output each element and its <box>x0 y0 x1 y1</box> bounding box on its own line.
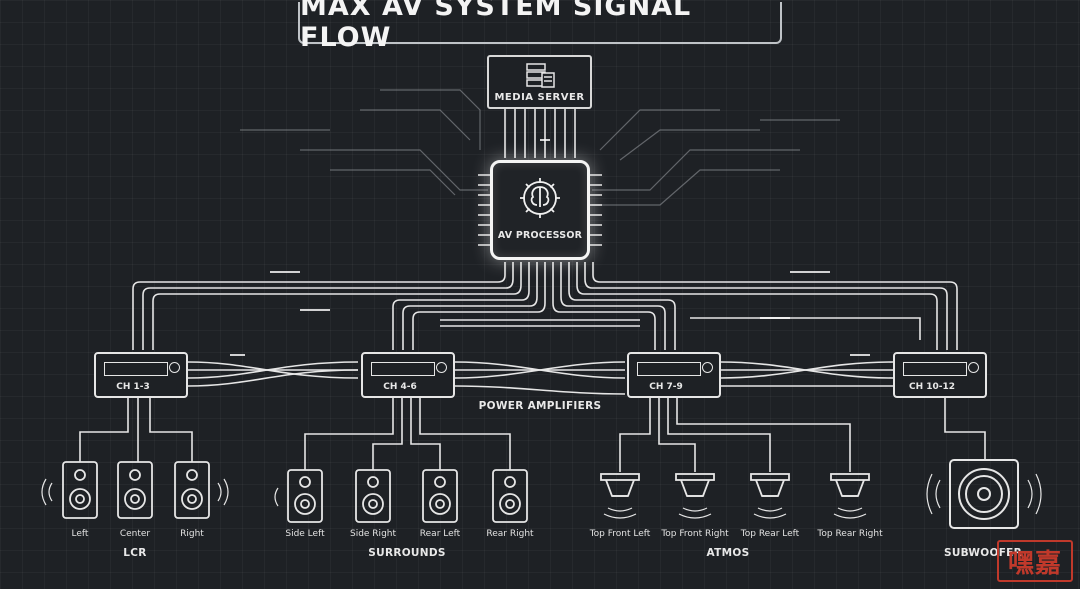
speaker-side-right-icon <box>355 469 391 523</box>
speaker-name: Top Rear Left <box>740 529 800 539</box>
amp-label: CH 1-3 <box>116 382 150 392</box>
amplifier-ch7-9: CH 7-9 <box>627 352 721 398</box>
brain-gear-icon <box>517 175 563 225</box>
media-server-label: MEDIA SERVER <box>494 92 585 103</box>
amp-display <box>104 362 168 376</box>
speaker-rear-left-icon <box>422 469 458 523</box>
knob-icon <box>968 362 979 373</box>
speaker-left-icon <box>41 461 98 519</box>
amp-label: CH 10-12 <box>908 382 956 392</box>
watermark-stamp: 嘿嘉 <box>997 540 1073 582</box>
amp-display <box>371 362 435 376</box>
amp-display <box>637 362 701 376</box>
speaker-top-front-right-icon <box>675 473 715 519</box>
av-processor-label: AV PROCESSOR <box>497 230 583 241</box>
speaker-right-icon <box>174 461 229 519</box>
amplifier-ch4-6: CH 4-6 <box>361 352 455 398</box>
speaker-name: Rear Left <box>419 529 461 539</box>
group-label-lcr: LCR <box>123 547 147 559</box>
knob-icon <box>702 362 713 373</box>
av-processor-node: AV PROCESSOR <box>490 160 590 260</box>
amp-display <box>903 362 967 376</box>
speaker-name: Right <box>180 529 204 539</box>
speaker-top-rear-left-icon <box>750 473 790 519</box>
watermark-text: 嘿嘉 <box>1007 548 1062 579</box>
amp-label: CH 7-9 <box>649 382 683 392</box>
amp-label: CH 4-6 <box>383 382 417 392</box>
group-label-surrounds: SURROUNDS <box>368 547 446 559</box>
group-label-atmos: ATMOS <box>706 547 750 559</box>
speaker-side-left-icon <box>274 469 323 523</box>
server-icon <box>526 63 556 93</box>
knob-icon <box>436 362 447 373</box>
group-label-subwoofer: SUBWOOFER <box>943 547 1023 559</box>
speaker-name: Top Front Right <box>661 529 729 539</box>
diagram-title: MAX AV SYSTEM SIGNAL FLOW <box>300 0 692 53</box>
knob-icon <box>169 362 180 373</box>
speaker-top-rear-right-icon <box>830 473 870 519</box>
speaker-top-front-left-icon <box>600 473 640 519</box>
media-server-node: MEDIA SERVER <box>487 55 592 109</box>
amplifier-ch10-12: CH 10-12 <box>893 352 987 398</box>
amplifier-ch1-3: CH 1-3 <box>94 352 188 398</box>
speaker-name: Side Right <box>349 529 397 539</box>
subwoofer-icon <box>926 459 1042 529</box>
title-frame: MAX AV SYSTEM SIGNAL FLOW <box>298 0 782 53</box>
speaker-rear-right-icon <box>492 469 528 523</box>
speaker-center-icon <box>117 461 153 519</box>
speaker-name: Center <box>119 529 151 539</box>
speaker-name: Side Left <box>285 529 325 539</box>
speaker-name: Top Front Left <box>589 529 651 539</box>
power-amplifiers-caption: POWER AMPLIFIERS <box>478 400 602 412</box>
speaker-name: Rear Right <box>486 529 534 539</box>
speaker-name: Left <box>71 529 89 539</box>
speaker-name: Top Rear Right <box>817 529 883 539</box>
